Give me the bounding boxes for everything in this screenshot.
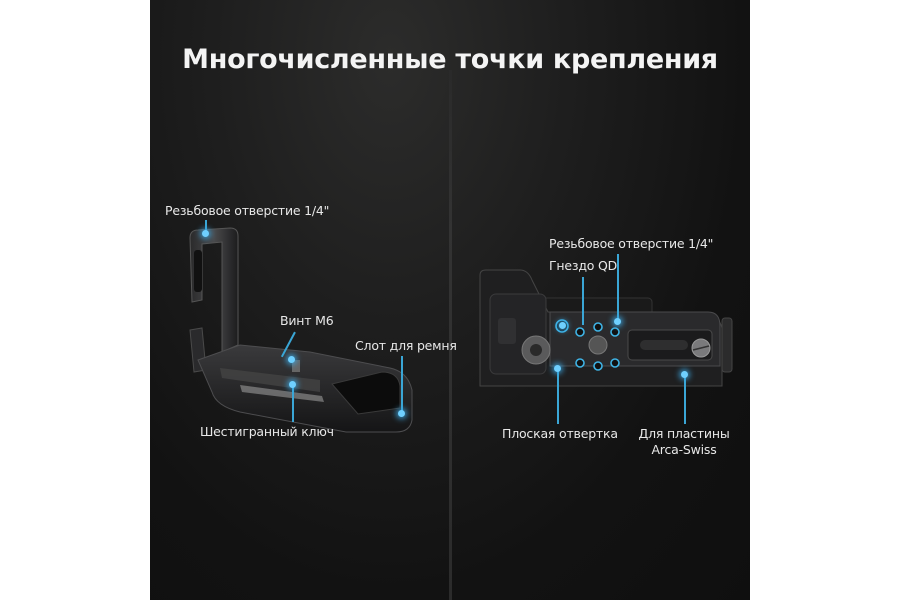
highlight-dot	[559, 322, 566, 329]
page-title: Многочисленные точки крепления	[182, 44, 718, 75]
leader-line	[557, 368, 559, 424]
highlight-dot	[614, 318, 621, 325]
callout-label-flat-screwdriver: Плоская отвертка	[502, 426, 618, 441]
product-image: Многочисленные точки крепления Резьбовое…	[150, 0, 750, 600]
highlight-dot	[202, 230, 209, 237]
leader-line	[684, 374, 686, 424]
callout-label-strap-slot: Слот для ремня	[355, 338, 457, 353]
callout-label-arca-swiss: Для пластины Arca-Swiss	[634, 426, 734, 458]
leader-line	[617, 254, 619, 319]
callout-label-qd-socket: Гнездо QD	[549, 258, 618, 273]
highlight-dot	[554, 365, 561, 372]
highlight-dot	[681, 371, 688, 378]
callout-label-arca-line1: Для пластины	[638, 426, 730, 441]
l-bracket-illustration	[189, 227, 413, 433]
leader-line	[205, 220, 207, 232]
callout-label-thread-hole-right: Резьбовое отверстие 1/4"	[549, 236, 714, 251]
divider	[449, 70, 452, 600]
leader-line	[401, 356, 403, 412]
highlight-dot	[288, 356, 295, 363]
callout-label-m6-screw: Винт M6	[280, 313, 334, 328]
camera-illustration	[479, 269, 733, 387]
callout-label-thread-hole-left: Резьбовое отверстие 1/4"	[165, 203, 330, 218]
callout-label-arca-line2: Arca-Swiss	[651, 442, 717, 457]
leader-line	[582, 277, 584, 325]
callout-label-hex-key: Шестигранный ключ	[200, 424, 334, 439]
highlight-dot	[289, 381, 296, 388]
highlight-dot	[398, 410, 405, 417]
leader-line	[292, 384, 294, 422]
